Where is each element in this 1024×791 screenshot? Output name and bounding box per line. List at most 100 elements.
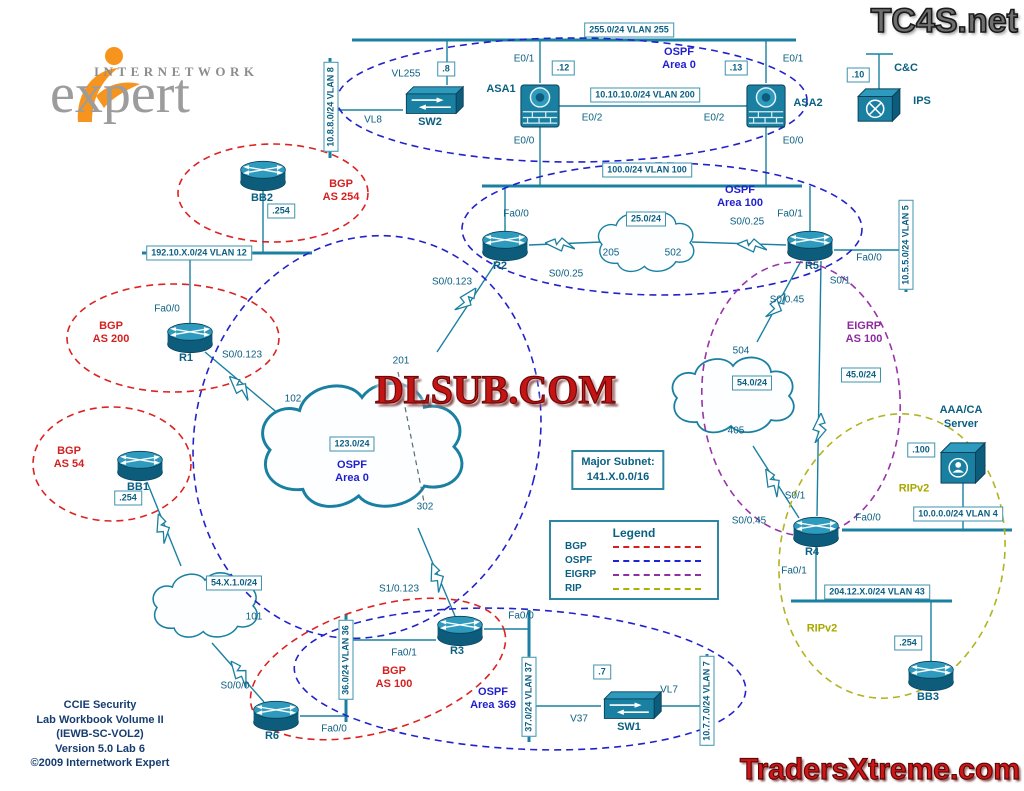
if-label-r4-fa0-1: Fa0/1 xyxy=(781,565,807,577)
switch-icon-sw1 xyxy=(603,690,663,720)
major-subnet-line1: Major Subnet: xyxy=(581,456,655,468)
aaa-ca-server-icon xyxy=(940,442,986,484)
if-label-r2-s0-0-25: S0/0.25 xyxy=(548,268,584,280)
dlci-label-504: 504 xyxy=(732,345,750,357)
serial-bolt-icon xyxy=(452,282,481,317)
subnet-label-123: 123.0/24 xyxy=(329,436,375,452)
ripv2-server-label: RIPv2 xyxy=(898,482,930,495)
watermark-tc4s: TC4S.net xyxy=(870,1,1019,41)
router-icon-r1 xyxy=(166,322,214,354)
firewall-icon-asa2 xyxy=(746,84,786,128)
if-label-r4-s0-1: S0/1 xyxy=(784,490,806,502)
device-label-bb2: BB2 xyxy=(250,192,274,204)
router-icon-r4 xyxy=(792,516,840,548)
if-label-r5-fa0-0: Fa0/0 xyxy=(856,252,882,264)
legend-label-ospf: OSPF xyxy=(565,555,593,566)
ospf-area369-boundary xyxy=(293,607,747,751)
bgp-as100-boundary xyxy=(249,597,507,741)
device-label-r6: R6 xyxy=(264,730,280,742)
credits-line1: CCIE Security xyxy=(63,699,137,711)
device-label-bb3: BB3 xyxy=(916,691,940,703)
subnet-label-vlan36: 36.0/24 VLAN 36 xyxy=(338,620,354,700)
if-label-r3-fa0-0: Fa0/0 xyxy=(508,610,534,622)
bgp-as54-boundary xyxy=(32,406,192,522)
if-label-asa2-e0-0: E0/0 xyxy=(782,135,804,147)
subnet-label-54x: 54.X.1.0/24 xyxy=(205,575,263,591)
major-subnet-line2: 141.X.0.0/16 xyxy=(586,471,650,483)
dlci-label-102: 102 xyxy=(284,393,302,405)
device-label-bb1: BB1 xyxy=(126,481,150,493)
if-label-r6-fa0-0: Fa0/0 xyxy=(321,723,347,735)
major-subnet-note: Major Subnet: 141.X.0.0/16 xyxy=(571,450,665,490)
logo-wordmark-expert: expert xyxy=(50,63,190,125)
legend-line-rip xyxy=(613,588,701,590)
if-label-r2-s0-0-123: S0/0.123 xyxy=(431,276,473,288)
legend-label-rip: RIP xyxy=(565,583,582,594)
address-label-ips: .10 xyxy=(846,67,870,83)
pvc-dashed-path xyxy=(397,371,425,503)
device-label-r5: R5 xyxy=(804,260,820,272)
router-icon-r2 xyxy=(481,230,529,262)
address-label-bb1: .254 xyxy=(114,490,142,506)
subnet-label-vlan7: 10.7.7.0/24 VLAN 7 xyxy=(699,656,715,746)
switch-icon-sw2 xyxy=(405,85,465,115)
subnet-label-54: 54.0/24 xyxy=(731,375,773,391)
dlci-label-101: 101 xyxy=(245,611,263,623)
ripv2-vlan43-label: RIPv2 xyxy=(806,622,838,635)
if-label-r5-s0-1: S0/1 xyxy=(829,275,851,287)
if-label-asa2-e0-2: E0/2 xyxy=(703,112,725,124)
legend-line-bgp xyxy=(613,546,701,548)
serial-bolt-icon xyxy=(812,413,827,443)
subnet-label-vlan255: 255.0/24 VLAN 255 xyxy=(584,22,674,38)
dlci-label-502: 502 xyxy=(664,247,682,259)
legend-label-bgp: BGP xyxy=(565,541,587,552)
bgp-as200-boundary xyxy=(66,283,280,393)
device-label-r4: R4 xyxy=(804,546,820,558)
router-icon-bb3 xyxy=(907,660,955,692)
internetwork-expert-logo: INTERNETWORK expert xyxy=(28,38,308,138)
router-icon-r3 xyxy=(436,615,484,647)
address-label-bb3: .254 xyxy=(894,635,922,651)
credits-line3: (IEWB-SC-VOL2) xyxy=(56,728,144,740)
device-label-asa1: ASA1 xyxy=(486,83,516,95)
dlci-label-205: 205 xyxy=(602,247,620,259)
if-label-sw1-vl7: VL7 xyxy=(660,684,678,696)
device-label-r1: R1 xyxy=(178,352,194,364)
subnet-label-25: 25.0/24 xyxy=(625,211,667,227)
workbook-credits: CCIE Security Lab Workbook Volume II (IE… xyxy=(14,698,186,771)
device-label-asa2: ASA2 xyxy=(793,97,823,109)
if-label-asa1-e0-0: E0/0 xyxy=(513,135,535,147)
serial-bolt-icon xyxy=(545,237,575,252)
legend-title: Legend xyxy=(612,526,656,540)
router-icon-r5 xyxy=(786,230,834,262)
if-label-r1-s0-0-123: S0/0.123 xyxy=(221,349,263,361)
device-label-r3: R3 xyxy=(449,645,465,657)
if-label-r6-s0-0-0: S0/0/0 xyxy=(220,680,250,692)
subnet-label-vlan5: 10.5.5.0/24 VLAN 5 xyxy=(898,200,914,290)
dlci-label-201: 201 xyxy=(392,355,410,367)
subnet-label-vlan4: 10.0.0.0/24 VLAN 4 xyxy=(913,506,1003,522)
if-label-r5-s0-0-25: S0/0.25 xyxy=(729,216,765,228)
router-icon-bb1 xyxy=(116,450,164,482)
legend-line-eigrp xyxy=(613,574,701,576)
if-label-r5-s0-0-45: S0/0.45 xyxy=(769,294,805,306)
address-label-sw2: .8 xyxy=(437,61,455,77)
subnet-label-45: 45.0/24 xyxy=(840,367,882,383)
device-label-cc: C&C xyxy=(894,62,918,74)
ospf-area0-mid-boundary xyxy=(192,234,542,640)
legend-row-ospf: OSPF xyxy=(565,555,717,568)
serial-bolt-icon xyxy=(223,371,256,403)
if-label-r4-s0-0-45: S0/0.45 xyxy=(731,515,767,527)
device-label-server-line1: AAA/CA xyxy=(939,404,983,416)
address-label-bb2: .254 xyxy=(267,203,295,219)
legend: Legend BGP OSPF EIGRP RIP xyxy=(549,520,719,600)
credits-line5: ©2009 Internetwork Expert xyxy=(30,757,170,769)
legend-row-rip: RIP xyxy=(565,583,717,596)
